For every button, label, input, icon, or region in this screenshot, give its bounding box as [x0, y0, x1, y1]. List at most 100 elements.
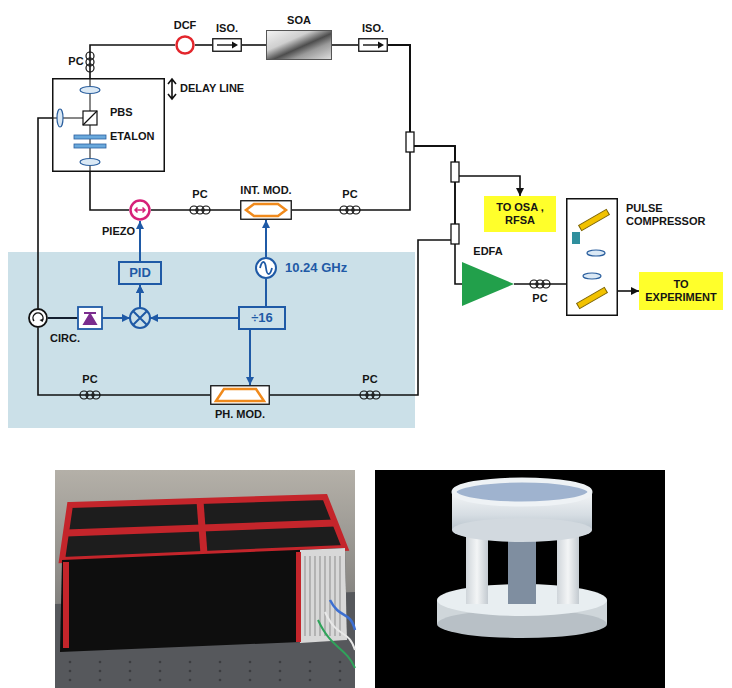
cavity-ring [452, 518, 592, 542]
signal-wire [139, 221, 141, 261]
optical-fiber [90, 45, 175, 78]
circulator-symbol: CIRC. [28, 308, 48, 328]
optical-fiber [90, 172, 129, 210]
connector-group [38, 45, 639, 395]
table-hole [99, 679, 102, 682]
optical-fiber [514, 283, 566, 285]
lens [57, 109, 63, 127]
modulator-box-outline [240, 200, 292, 220]
table-hole [189, 679, 192, 682]
beam-splitter [83, 111, 97, 125]
divider-box: ÷16 [238, 306, 286, 330]
etalon-block [53, 79, 165, 172]
polarization-controller [202, 206, 210, 214]
modulator-box [241, 201, 292, 220]
table-hole [339, 661, 342, 664]
piezo-mirror [131, 201, 150, 220]
component-label: TO OSA , RFSA [490, 201, 550, 227]
modulator-box-outline [210, 385, 270, 405]
cable [318, 620, 355, 668]
component-label: INT. MOD. [240, 184, 291, 197]
optical-fiber [332, 44, 358, 46]
housing-stripe [66, 523, 335, 533]
isolator-arrow [363, 44, 379, 45]
table-hole [189, 661, 192, 664]
table-hole [339, 670, 342, 673]
component-label: PC [68, 55, 83, 68]
amplifier-triangle-outline [462, 262, 514, 306]
table-hole [69, 670, 72, 673]
panel-vent [324, 556, 325, 636]
grating [579, 209, 610, 230]
isolator-box [359, 39, 388, 52]
cavity-ring [454, 480, 590, 504]
fiber-coupler [451, 224, 459, 244]
fiber-coupler [451, 162, 459, 182]
optical-fiber [270, 45, 455, 395]
component-label: PC [532, 292, 547, 305]
panel-vent [339, 556, 340, 636]
isolator-arrow [378, 42, 384, 49]
component-label: ISO. [216, 22, 238, 35]
circulator-arrow [40, 319, 44, 323]
table-hole [69, 679, 72, 682]
optical-fiber [242, 44, 266, 46]
mixer-symbol [130, 308, 150, 328]
isolator-arrow [217, 44, 233, 45]
etalon-plate [74, 135, 106, 139]
housing-handle [63, 562, 69, 648]
table-hole [129, 670, 132, 673]
fiber-spool [177, 37, 194, 54]
component-label: PIEZO [102, 225, 135, 238]
polarization-controller [372, 391, 380, 399]
optical-fiber [38, 328, 210, 395]
table-hole [219, 670, 222, 673]
circulator-symbol [29, 309, 47, 327]
component-label: TO EXPERIMENT [645, 278, 717, 304]
table-hole [249, 670, 252, 673]
component-label: DELAY LINE [180, 82, 244, 95]
component-label: PC [342, 188, 357, 201]
component-label: PC [192, 188, 207, 201]
photodiode-box [78, 307, 102, 329]
component-label: PBS [110, 106, 133, 119]
isolator-box: ISO. [358, 38, 388, 52]
signal-wire [265, 220, 267, 257]
circulator-arrow [33, 313, 43, 321]
panel-vent [314, 556, 315, 636]
arrowhead [122, 314, 130, 322]
grating [577, 287, 608, 308]
component-label: PH. MOD. [215, 408, 265, 421]
fiber-spool-outline [175, 35, 195, 55]
component-label: ÷16 [251, 310, 273, 326]
table-hole [159, 670, 162, 673]
control-region [8, 252, 415, 428]
table-hole [129, 679, 132, 682]
component-label: ETALON [110, 130, 154, 143]
component-label: PC [82, 373, 97, 386]
arrowhead [150, 314, 158, 322]
fiber-coupler [406, 132, 414, 152]
table-hole [279, 679, 282, 682]
table-hole [99, 670, 102, 673]
optic [572, 232, 580, 244]
delay-line-arrow [168, 79, 176, 99]
component-label: DCF [174, 19, 197, 32]
table-hole [249, 661, 252, 664]
optical-fiber [388, 45, 462, 284]
panel-vent [334, 556, 335, 636]
modulator-box [211, 386, 270, 405]
isolator-box: ISO. [212, 38, 242, 52]
compressor-box-outline [566, 198, 618, 316]
compressor-box: PULSE COMPRESSOR [566, 198, 618, 316]
signal-wire [265, 279, 267, 306]
polarization-controller [92, 391, 100, 399]
fiber-spool: DCF [175, 35, 195, 55]
polarization-controller [86, 64, 94, 72]
modulator-waveguide [246, 204, 286, 216]
amplifier-triangle: EDFA [462, 262, 514, 306]
polarization-controller [542, 280, 550, 288]
signal-wire [249, 330, 251, 385]
isolator-box-outline [212, 38, 242, 52]
table-hole [159, 679, 162, 682]
